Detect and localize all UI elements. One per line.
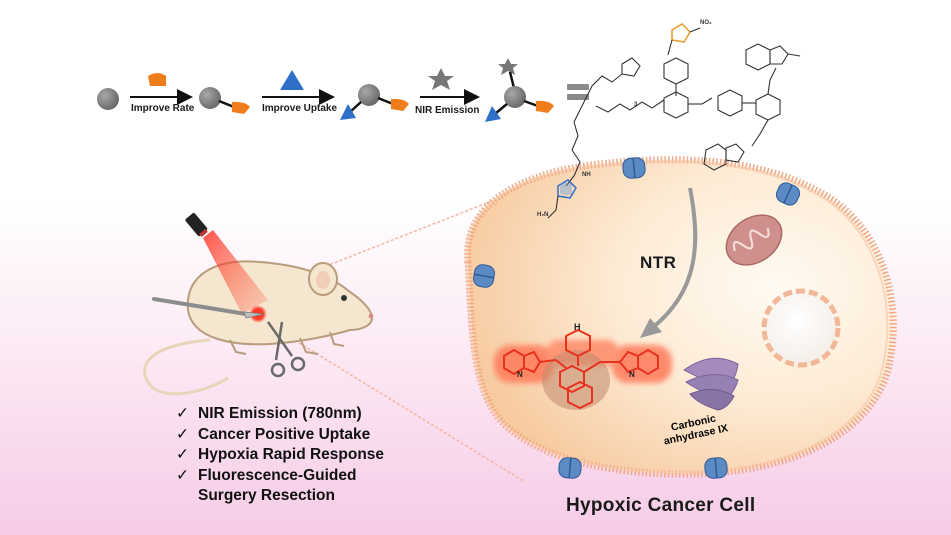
carbonic-anhydrase-ix [683,357,739,411]
uptake-moiety-icon [280,70,304,90]
ntr-reaction-arrow [650,187,698,330]
rate-moiety-icon [536,100,554,113]
check-icon: ✓ [176,466,189,484]
uptake-moiety-icon [485,106,501,122]
feature-item: ✓Fluorescence-Guided [176,466,384,487]
chem-sub3: 3 [634,102,638,108]
fluorophore-core-halo [542,350,610,410]
core-sphere [97,88,119,110]
equals-icon [567,84,589,100]
membrane-receptor [558,457,582,479]
feature-item: ✓Cancer Positive Uptake [176,425,384,446]
check-icon: ✓ [176,425,189,443]
chem-indole-n-right: N [629,370,635,379]
feature-item: ✓NIR Emission (780nm) [176,404,384,425]
ntr-arrowhead [640,318,662,338]
rate-moiety-icon [148,73,166,86]
chem-no2: NO₂ [700,20,712,26]
membrane-receptor [622,157,646,179]
label-improve-uptake: Improve Uptake [262,103,338,114]
membrane-receptor [775,182,801,206]
rate-moiety-icon [391,98,409,111]
chem-nh: NH [582,172,591,178]
core-sphere-2 [199,87,221,109]
chem-indole-n-left: N [517,370,523,379]
hypoxic-cancer-cell [464,23,897,479]
label-nir-emission: NIR Emission [415,105,480,116]
core-sphere-4 [504,86,526,108]
cell-title: Hypoxic Cancer Cell [566,495,756,516]
vesicle [761,288,841,368]
membrane-receptor [473,264,495,288]
ntr-label: NTR [640,253,677,272]
chem-h2n: H₂N [537,212,549,218]
feature-item-continued: Surgery Resection [198,487,335,504]
feature-list: ✓NIR Emission (780nm) ✓Cancer Positive U… [176,404,384,507]
activated-fluorophore [494,328,672,410]
star-icon [498,58,518,75]
chem-piperidine-h: H [574,322,581,332]
mitochondrion [725,214,783,266]
core-sphere-3 [358,84,380,106]
feature-item: ✓Hypoxia Rapid Response [176,445,384,466]
check-icon: ✓ [176,405,189,422]
rate-moiety-icon [232,101,250,114]
mouse-icon [143,260,374,396]
uptake-moiety-icon [340,104,356,120]
zoom-line-bottom [264,321,526,483]
probe-molecule [547,23,801,219]
star-icon [428,68,454,90]
design-strategy-row [97,58,589,122]
laser-beam [203,230,268,314]
laser-icon [185,213,208,238]
scissors-icon [266,321,306,378]
label-improve-rate: Improve Rate [131,103,195,114]
scalpel-icon [152,297,265,319]
check-icon: ✓ [176,446,189,463]
membrane-receptor [704,457,728,479]
